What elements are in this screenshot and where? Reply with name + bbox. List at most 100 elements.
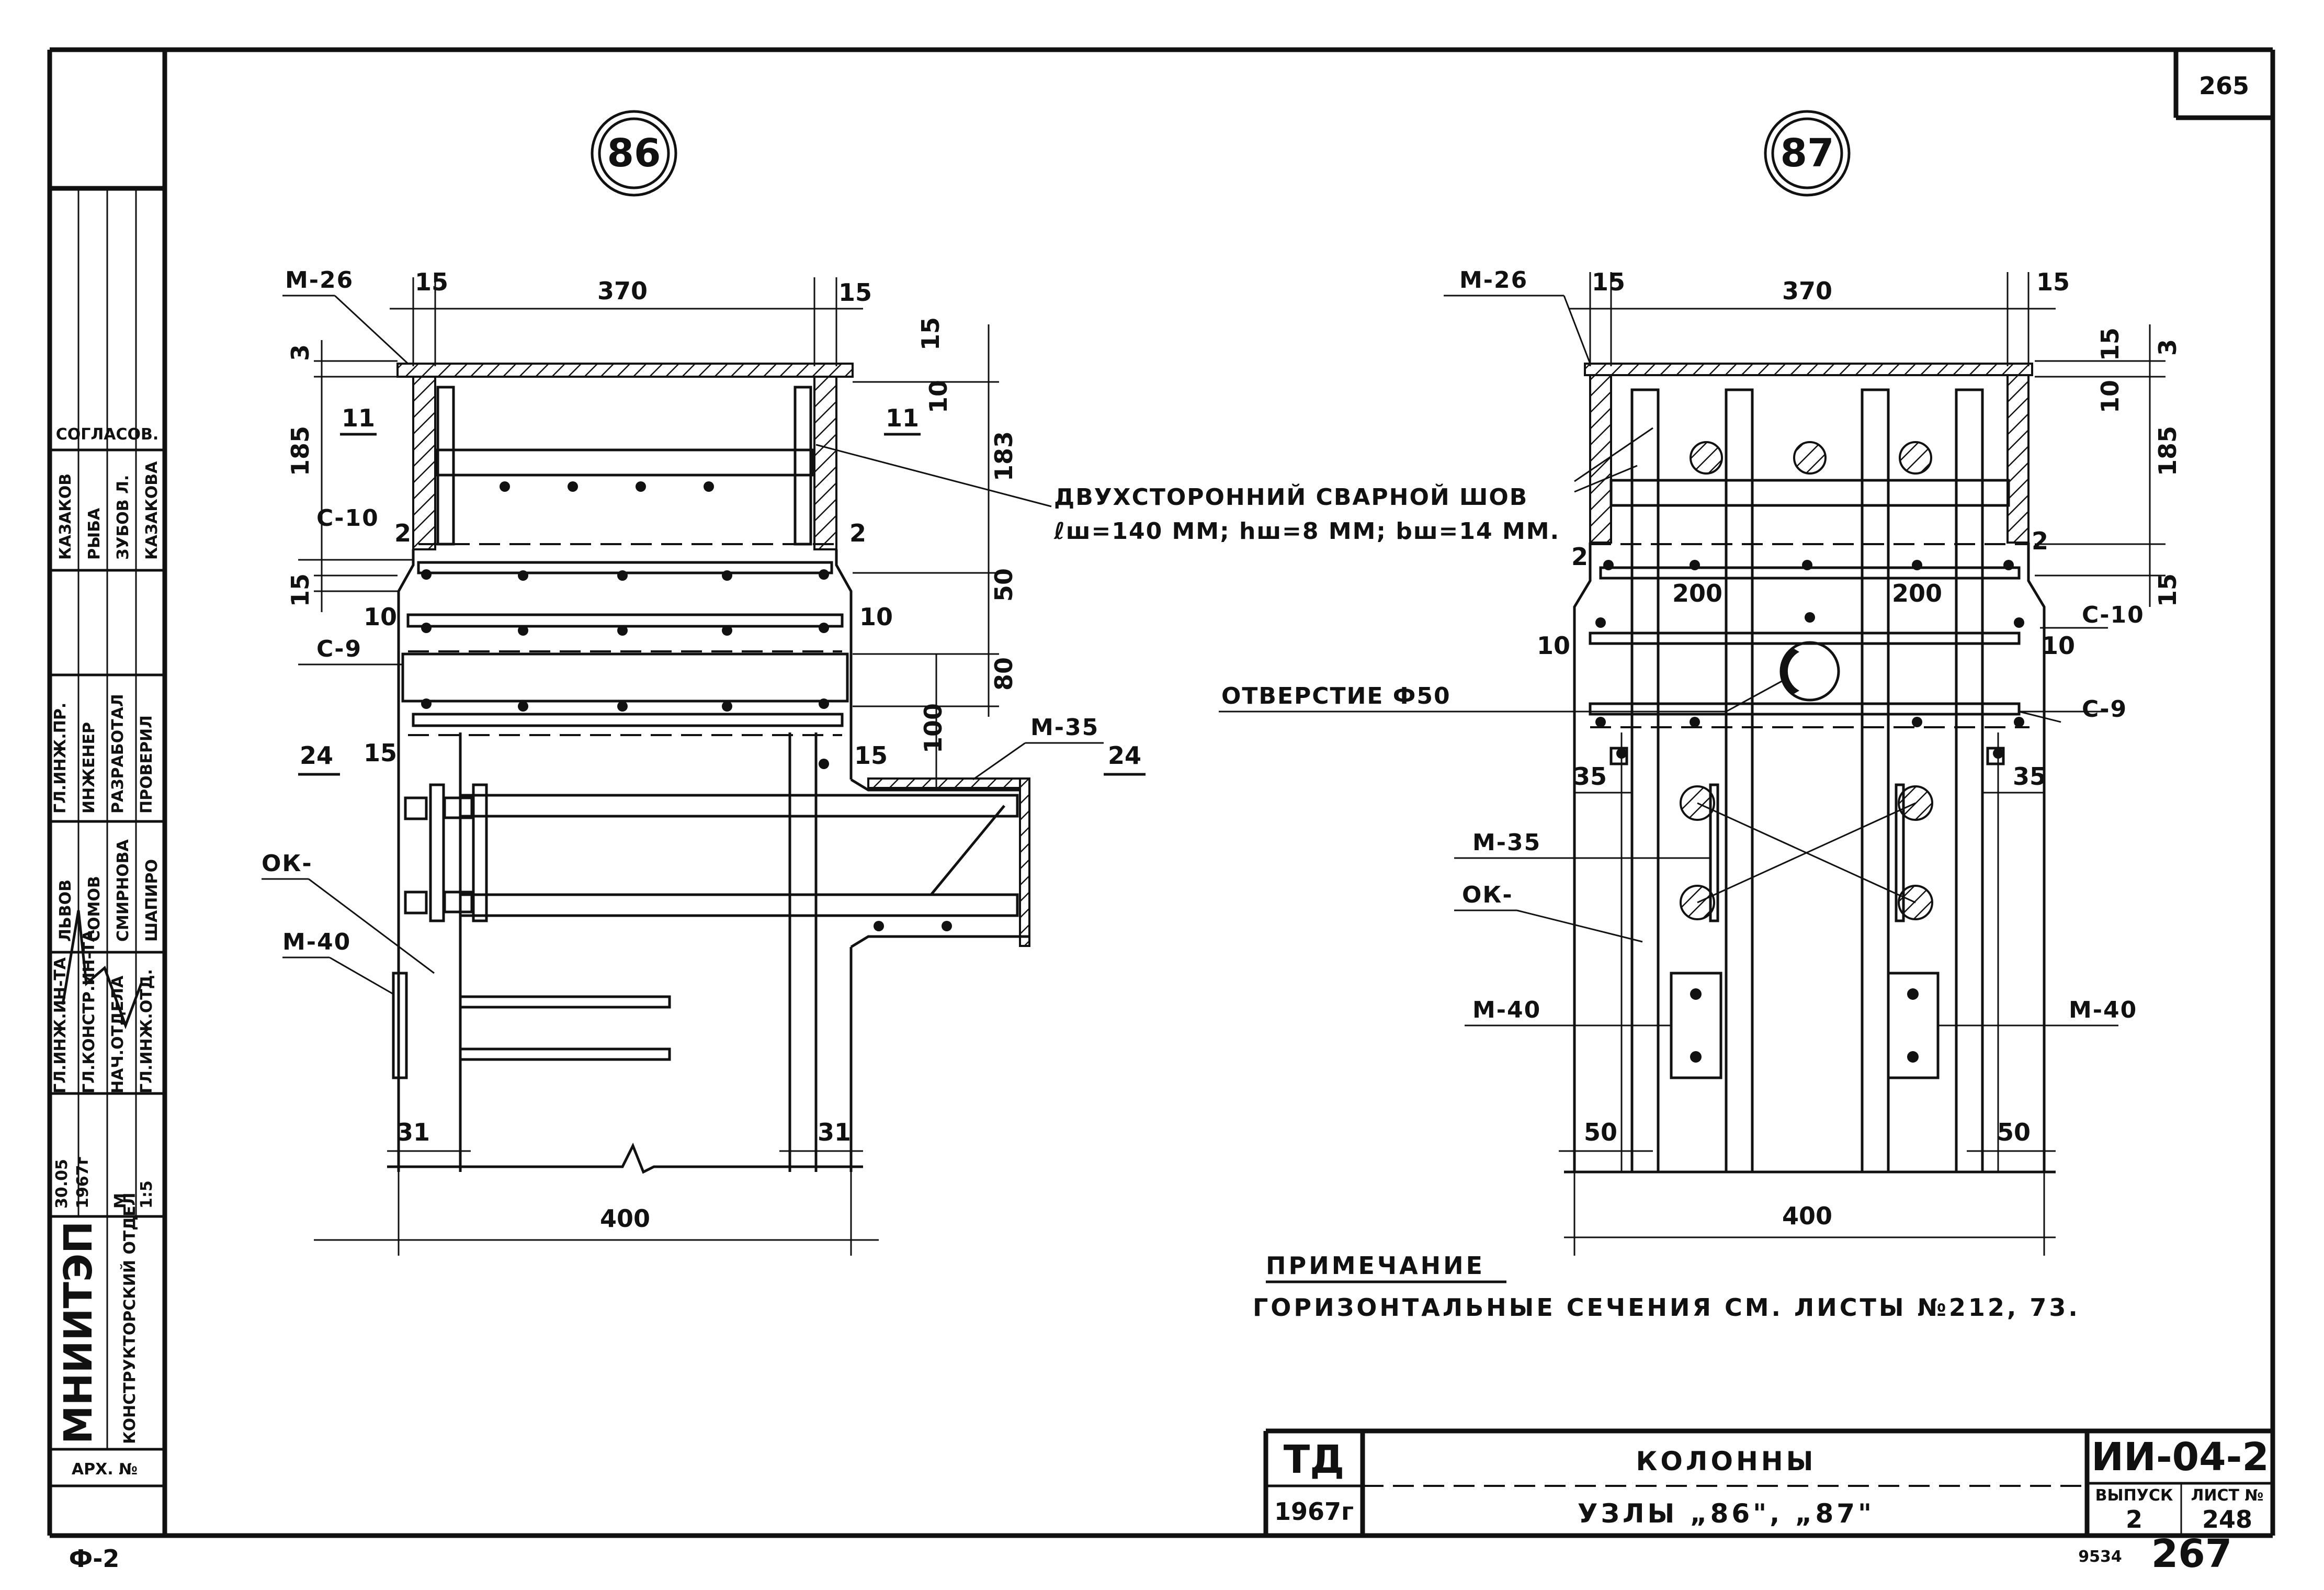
- node-86-dim-185: 185: [286, 426, 314, 476]
- stamp-year: 1967г: [74, 1157, 92, 1209]
- node-87-dim-15-left: 15: [1592, 268, 1625, 296]
- title-block-sheet-number: 248: [2202, 1505, 2252, 1533]
- title-block: [1263, 1428, 2273, 1536]
- node-86-dim-15-a: 15: [854, 741, 888, 770]
- node-87-dim-15: 15: [2096, 328, 2124, 361]
- node-86-dim-370: 370: [597, 277, 648, 305]
- node-86-dim-2-left: 2: [394, 519, 411, 547]
- name-a-1: ЛЬВОВ: [56, 879, 75, 942]
- node-86-dim-50: 50: [990, 568, 1018, 602]
- title-block-sheet-label: ЛИСТ №: [2191, 1486, 2263, 1505]
- stamp-archive: АРХ. №: [72, 1460, 138, 1479]
- sheet-inventory-number: 9534: [2078, 1548, 2122, 1566]
- title-block-issue: 2: [2126, 1505, 2142, 1533]
- node-87-dim-2-right: 2: [2032, 527, 2048, 555]
- stamp-organization: МНИИТЭП: [56, 1221, 101, 1444]
- node-86-dim-10-right: 10: [859, 603, 893, 631]
- node-87-dim-400: 400: [1782, 1202, 1832, 1230]
- sheet-frame: [47, 47, 2275, 1538]
- node-86-dim-31-right: 31: [818, 1118, 851, 1146]
- node-87-dim-185: 185: [2153, 426, 2182, 476]
- node-87-label-hole: ОТВЕРСТИЕ Ф50: [1221, 683, 1451, 709]
- name-a-4: ШАПИРО: [143, 859, 161, 942]
- title-block-code: ИИ-04-2: [2091, 1435, 2269, 1480]
- node-87-dim-15-b: 15: [2153, 573, 2182, 607]
- node-86-dim-15-r: 15: [916, 317, 945, 351]
- sheet-top-number: 265: [2199, 72, 2249, 100]
- node-86-dim-15-left: 15: [415, 268, 448, 296]
- title-block-issue-label: ВЫПУСК: [2095, 1486, 2173, 1505]
- note-text: ГОРИЗОНТАЛЬНЫЕ СЕЧЕНИЯ СМ. ЛИСТЫ №212, 7…: [1253, 1293, 2080, 1322]
- role-b-2: ИНЖЕНЕР: [80, 722, 98, 814]
- node-87-label-c10: С-10: [2082, 602, 2145, 628]
- node-86-label-m35: М-35: [1030, 714, 1099, 741]
- node-87-dim-2-left: 2: [1571, 543, 1588, 571]
- role-b-4: ПРОВЕРИЛ: [138, 715, 156, 814]
- node-87-dim-50-right: 50: [1997, 1118, 2031, 1146]
- note-title: ПРИМЕЧАНИЕ: [1266, 1251, 1485, 1280]
- weld-callout-line-1: ДВУХСТОРОННИЙ СВАРНОЙ ШОВ: [1054, 483, 1528, 511]
- name-a-2: СОМОВ: [85, 876, 104, 942]
- node-87-label-c9: С-9: [2082, 696, 2127, 723]
- node-86-dim-3: 3: [286, 344, 314, 361]
- node-86-section-11-right: 11: [886, 404, 919, 432]
- name-b-2: РЫБА: [85, 508, 104, 560]
- node-86-label-m26: М-26: [285, 267, 354, 294]
- node-86-dim-31-left: 31: [396, 1118, 430, 1146]
- node-86-dim-100: 100: [919, 703, 947, 753]
- weld-callout-line-2: ℓш=140 ММ; hш=8 ММ; bш=14 ММ.: [1053, 518, 1560, 545]
- node-86-dim-80: 80: [990, 657, 1018, 691]
- node-87-dim-370: 370: [1782, 277, 1832, 305]
- role-a-3: НАЧ.ОТДЕЛА: [109, 975, 127, 1093]
- node-87-label-m26: М-26: [1459, 267, 1528, 294]
- stamp-department: КОНСТРУКТОРСКИЙ ОТДЕЛ: [120, 1193, 139, 1445]
- node-87-dim-15-right: 15: [2036, 268, 2070, 296]
- node-87-label-m40-right: М-40: [2069, 997, 2137, 1023]
- node-87-dim-10: 10: [2096, 380, 2124, 413]
- node-86-dim-2-right: 2: [849, 519, 866, 547]
- name-b-3: ЗУБОВ Л.: [114, 475, 132, 560]
- stamp-date: 30.05: [53, 1159, 71, 1209]
- handwritten-signature: [61, 910, 143, 1030]
- node-86-label-c10: С-10: [316, 505, 379, 532]
- node-87-dim-35-left: 35: [1573, 762, 1607, 791]
- node-87-badge: 87: [1781, 131, 1834, 176]
- title-block-mark: ТД: [1284, 1437, 1344, 1482]
- node-86-drawing: [262, 110, 1146, 1256]
- approvals-label: СОГЛАСОВ.: [56, 425, 159, 444]
- node-86-dim-15-right: 15: [838, 278, 872, 307]
- title-block-subtitle: УЗЛЫ „86", „87": [1578, 1498, 1875, 1529]
- node-86-section-24-right: 24: [1108, 741, 1141, 770]
- stamp-scale: 1:5: [138, 1180, 156, 1209]
- node-87-dim-50-left: 50: [1584, 1118, 1617, 1146]
- node-86-dim-400: 400: [600, 1204, 650, 1233]
- node-86-dim-10-left: 10: [364, 603, 397, 631]
- node-87-label-m35: М-35: [1472, 829, 1541, 856]
- node-86-label-ok: ОК-: [262, 850, 313, 877]
- node-87-dim-35-right: 35: [2013, 762, 2046, 791]
- name-b-1: КАЗАКОВ: [56, 473, 75, 560]
- node-87-label-m40-left: М-40: [1472, 997, 1541, 1023]
- node-86-section-11-left: 11: [342, 404, 375, 432]
- role-a-4: ГЛ.ИНЖ.ОТД.: [138, 969, 156, 1093]
- node-86-dim-15-c: 15: [364, 739, 397, 767]
- node-86-section-24-left: 24: [300, 741, 333, 770]
- sheet-page-number: 267: [2151, 1531, 2232, 1576]
- node-86-badge: 86: [607, 131, 661, 176]
- node-87-dim-10-right: 10: [2042, 632, 2075, 660]
- node-87-dim-200-left: 200: [1672, 579, 1722, 607]
- node-87-dim-3: 3: [2153, 339, 2182, 356]
- node-86-label-m40: М-40: [282, 929, 351, 955]
- title-block-name: КОЛОННЫ: [1636, 1446, 1817, 1476]
- role-b-3: РАЗРАБОТАЛ: [109, 694, 127, 814]
- node-86-dim-15-b: 15: [286, 573, 314, 607]
- node-87-dim-200-right: 200: [1892, 579, 1942, 607]
- title-block-year: 1967г: [1274, 1497, 1354, 1526]
- side-stamp: [50, 186, 165, 1487]
- name-b-4: КАЗАКОВА: [143, 461, 161, 560]
- stamp-scale-label: М: [111, 1193, 130, 1209]
- node-87-drawing: [1219, 110, 2166, 1256]
- role-b-1: ГЛ.ИНЖ.ПР.: [51, 703, 70, 814]
